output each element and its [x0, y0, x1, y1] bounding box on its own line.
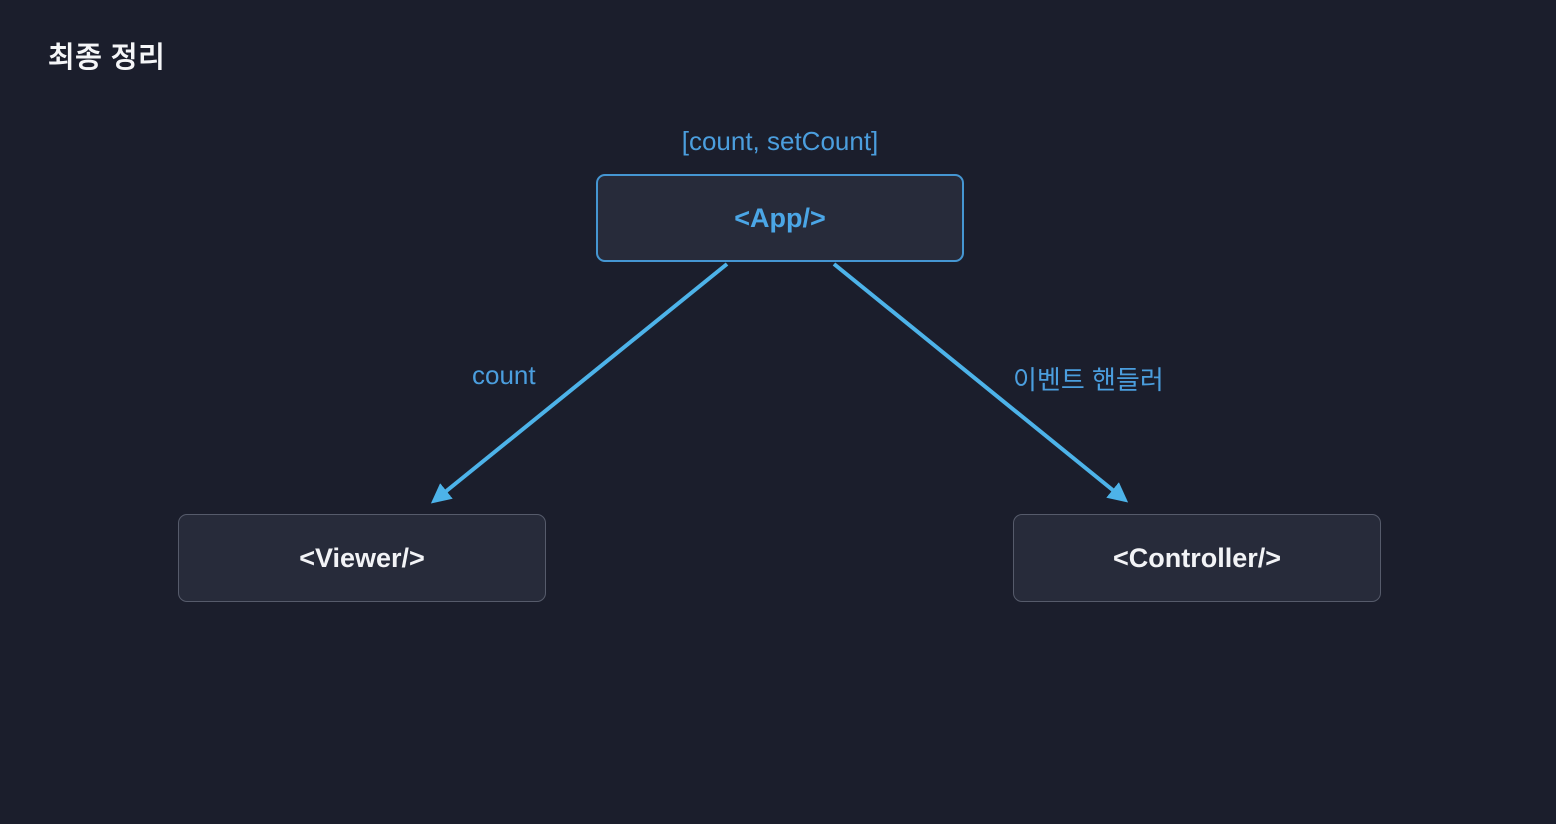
app-state-label: [count, setCount] [681, 126, 879, 156]
node-controller-label: <Controller/> [1112, 542, 1282, 573]
page-title: 최종 정리 [48, 42, 166, 74]
node-viewer: <Viewer/> [178, 514, 546, 602]
edge-label-event-handler: 이벤트 핸들러 [1013, 365, 1164, 395]
node-viewer-label: <Viewer/> [299, 542, 425, 573]
node-app-label: <App/> [734, 202, 826, 233]
node-controller: <Controller/> [1013, 514, 1381, 602]
node-app: <App/> [596, 174, 964, 262]
edge-label-count: count [472, 360, 536, 390]
